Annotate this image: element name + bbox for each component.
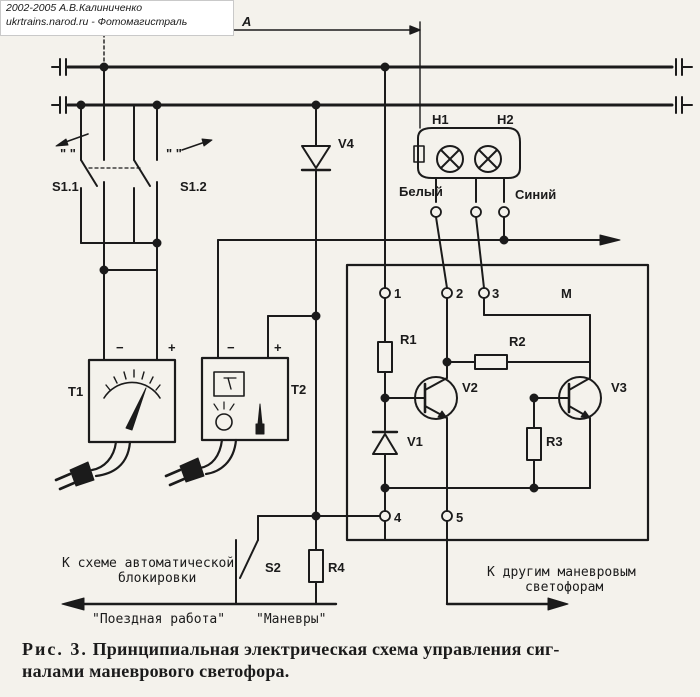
transformer-t1-label: Т1 (68, 384, 83, 399)
quote-right: " " (166, 146, 182, 161)
module-m (345, 66, 650, 542)
watermark-line1: 2002-2005 А.В.Калиниченко (6, 2, 143, 14)
v1-label: V1 (407, 434, 423, 449)
r3-label: R3 (546, 434, 563, 449)
t1-plus: + (168, 340, 176, 355)
caption-line1: Принципиальная электрическая схема управ… (92, 639, 560, 659)
terminal-3-label: 3 (492, 286, 499, 301)
figure-number: Рис. 3. (22, 639, 88, 659)
lamp-h1-label: Н1 (432, 112, 449, 127)
terminal-1-label: 1 (394, 286, 401, 301)
shunting-label: "Маневры" (256, 612, 326, 627)
lamp-h2-label: Н2 (497, 112, 514, 127)
module-m-label: М (561, 286, 572, 301)
to-other-line2: светофорам (525, 580, 603, 595)
terminal-2-label: 2 (456, 286, 463, 301)
terminal-4-label: 4 (394, 510, 402, 525)
r4-label: R4 (328, 560, 345, 575)
r1-label: R1 (400, 332, 417, 347)
watermark-line2: ukrtrains.narod.ru - Фотомагистраль (6, 16, 188, 28)
diode-v4-branch (267, 104, 332, 523)
train-work-label: "Поездная работа" (92, 612, 225, 627)
blue-label: Синий (515, 187, 556, 202)
switch-s11-label: S1.1 (52, 179, 79, 194)
switch-s2-label: S2 (265, 560, 281, 575)
dimension-a (103, 21, 421, 129)
top-bus-lines (51, 58, 693, 114)
transformer-t2-label: Т2 (291, 382, 306, 397)
t2-plus: + (274, 340, 282, 355)
switch-s12-label: S1.2 (180, 179, 207, 194)
v2-label: V2 (462, 380, 478, 395)
dimension-a-label: А (241, 14, 251, 29)
bottom-section (61, 511, 569, 611)
figure-caption: Рис. 3. Принципиальная электрическая схе… (22, 638, 687, 682)
to-other-line1: К другим маневровым (487, 565, 636, 580)
v3-label: V3 (611, 380, 627, 395)
watermark: 2002-2005 А.В.Калиниченко ukrtrains.naro… (0, 0, 234, 36)
terminal-5-label: 5 (456, 510, 463, 525)
diode-v4-label: V4 (338, 136, 355, 151)
transformer-t1 (54, 358, 177, 491)
switch-s1 (55, 66, 213, 361)
to-auto-block-line1: К схеме автоматической (62, 556, 234, 571)
t2-minus: − (227, 340, 235, 355)
white-label: Белый (399, 184, 443, 199)
r2-label: R2 (509, 334, 526, 349)
transformer-t2 (164, 234, 621, 487)
quote-left: " " (60, 146, 76, 161)
to-auto-block-line2: блокировки (118, 571, 196, 586)
lamps-h1-h2 (413, 127, 521, 289)
t1-minus: − (116, 340, 124, 355)
caption-line2: налами маневрового светофора. (22, 661, 290, 681)
